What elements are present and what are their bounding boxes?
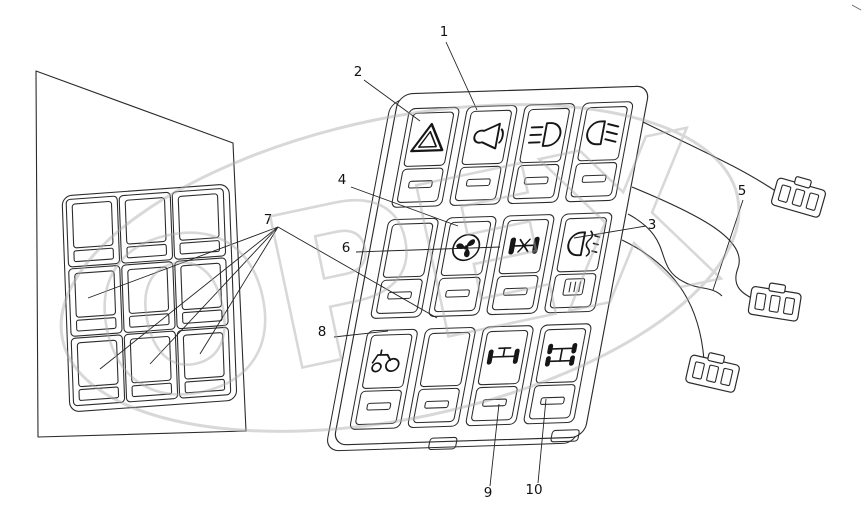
left-blank-grid-cells — [65, 188, 232, 407]
rocker-switch-low-beam — [565, 101, 634, 203]
callout-4: 4 — [338, 172, 347, 188]
leader-line-8 — [333, 330, 389, 338]
leader-line-3 — [573, 225, 647, 239]
blank-plug — [176, 326, 232, 399]
rocker-switch-horn — [449, 104, 518, 206]
blank-plug — [65, 195, 121, 268]
leader-line-7 — [149, 226, 279, 365]
rocker-switch-fog-light — [544, 212, 613, 314]
rocker-switch-four-wheel-drive — [523, 323, 592, 425]
panel-mount-tab — [550, 429, 580, 443]
callout-7: 7 — [264, 212, 273, 228]
leader-lines — [87, 4, 862, 487]
callout-10: 10 — [525, 482, 542, 498]
rocker-switch-blank — [407, 327, 476, 428]
left-blank-grid — [61, 184, 238, 412]
callout-1: 1 — [440, 24, 449, 40]
leader-line-7 — [199, 226, 279, 355]
corner-mark — [851, 4, 862, 11]
leader-line-7 — [277, 226, 438, 319]
rocker-switch-high-beam — [507, 103, 576, 205]
wire — [631, 186, 757, 301]
switch-panel — [327, 85, 649, 452]
wire-connector — [769, 170, 829, 219]
callout-8: 8 — [318, 324, 327, 340]
blank-plug — [68, 265, 123, 337]
wire-connector — [747, 279, 804, 323]
leader-line-9 — [489, 403, 500, 487]
callout-5: 5 — [738, 183, 747, 199]
blank-plug — [121, 261, 176, 333]
panel-mount-tab — [428, 436, 458, 451]
rocker-switch-diff-lock — [486, 214, 555, 316]
wire — [621, 239, 705, 361]
callout-9: 9 — [484, 485, 493, 501]
blank-plug — [174, 257, 229, 330]
rocker-switch-hazard-warning — [391, 106, 460, 208]
callout-3: 3 — [648, 217, 657, 233]
callout-2: 2 — [354, 64, 363, 80]
left-panel — [35, 70, 247, 438]
leader-line-7 — [87, 226, 279, 299]
blank-plug — [123, 330, 179, 403]
leader-line-1 — [445, 41, 478, 111]
switch-grid — [349, 101, 634, 430]
rocker-switch-front-axle-drive — [349, 328, 418, 430]
blank-plug — [118, 191, 174, 264]
wire-connector — [684, 348, 743, 394]
wiring-harness — [621, 121, 829, 394]
blank-plug — [70, 334, 126, 407]
wire — [627, 213, 723, 297]
blank-plug — [171, 188, 227, 260]
rocker-switch-rear-diff-lock — [465, 325, 534, 427]
callout-labels: 1 2 3 4 5 6 7 8 9 10 — [264, 24, 747, 501]
leader-line-5 — [712, 199, 744, 291]
callout-6: 6 — [342, 240, 351, 256]
leader-line-7 — [99, 226, 279, 370]
leader-line-10 — [537, 398, 547, 484]
left-grid-frame — [61, 184, 238, 412]
left-panel-outline — [35, 70, 247, 438]
wire — [642, 121, 781, 195]
leader-line-2 — [363, 79, 421, 122]
leader-line-4 — [350, 186, 459, 227]
leader-line-6 — [355, 246, 501, 253]
